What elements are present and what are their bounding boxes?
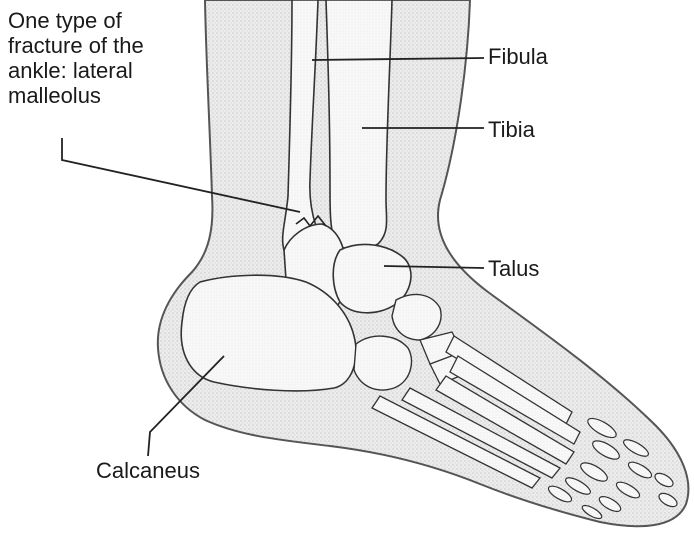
cuboid-bone	[354, 336, 412, 390]
tibia-bone	[326, 0, 392, 250]
label-calcaneus: Calcaneus	[96, 458, 200, 483]
label-fibula: Fibula	[488, 44, 548, 69]
label-talus: Talus	[488, 256, 539, 281]
label-lateral-malleolus-fracture: One type of fracture of the ankle: later…	[8, 8, 144, 108]
label-tibia: Tibia	[488, 117, 535, 142]
label-line: malleolus	[8, 83, 144, 108]
label-line: fracture of the	[8, 33, 144, 58]
label-line: ankle: lateral	[8, 58, 144, 83]
label-line: One type of	[8, 8, 144, 33]
